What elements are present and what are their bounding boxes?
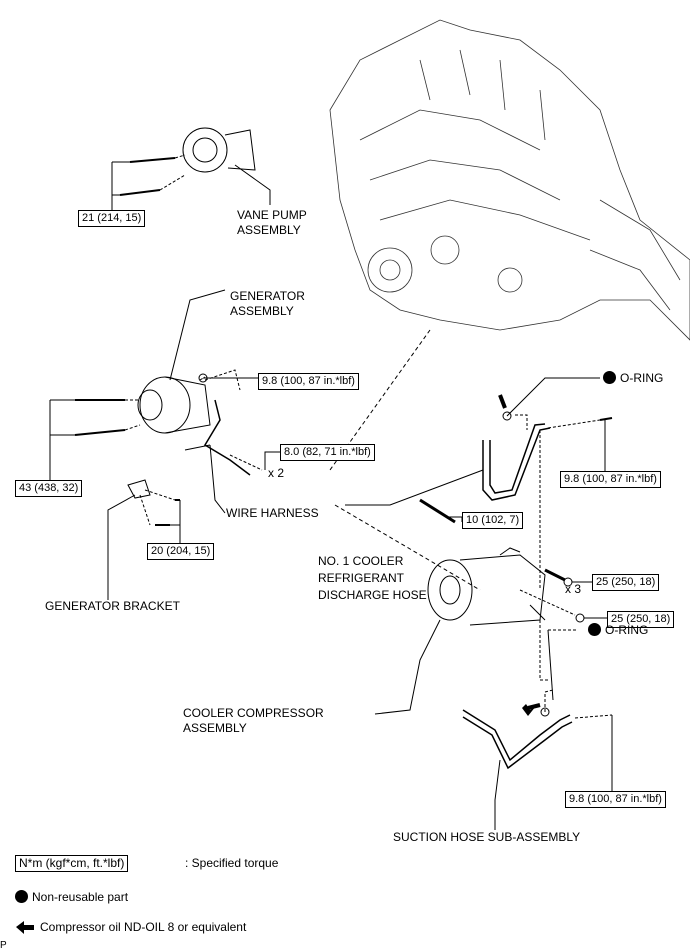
non-reusable-dot-icon (15, 890, 28, 903)
torque-generator-bolt: 43 (438, 32) (15, 480, 83, 497)
torque-compressor-bolt: 25 (250, 18) (592, 574, 660, 591)
compressor-drawing (374, 547, 607, 715)
non-reusable-dot-icon (588, 623, 601, 636)
label-compressor: COOLER COMPRESSOR ASSEMBLY (183, 706, 324, 735)
suction-hose-drawing (462, 620, 613, 830)
o-ring-text: O-RING (620, 371, 664, 385)
label-suction-hose: SUCTION HOSE SUB-ASSEMBLY (393, 830, 581, 844)
torque-generator-nut: 9.8 (100, 87 in.*lbf) (258, 373, 359, 390)
non-reusable-dot-icon (603, 371, 616, 384)
legend-non-reusable: Non-reusable part (15, 890, 128, 905)
legend-torque-box: N*m (kgf*cm, ft.*lbf) (15, 855, 129, 872)
label-vane-pump: VANE PUMP ASSEMBLY (237, 208, 307, 237)
o-ring-label-2: O-RING (588, 623, 648, 638)
label-generator: GENERATOR ASSEMBLY (230, 289, 305, 318)
torque-bracket-bolt: 20 (204, 15) (147, 543, 215, 560)
qty-compressor-bolt: x 3 (565, 582, 582, 596)
torque-discharge-bolt: 9.8 (100, 87 in.*lbf) (560, 471, 661, 488)
discharge-hose-drawing (345, 377, 613, 590)
legend-non-reusable-text: Non-reusable part (32, 890, 129, 904)
o-ring-text: O-RING (605, 623, 649, 637)
torque-generator-small: 8.0 (82, 71 in.*lbf) (280, 444, 375, 461)
oil-arrow-icon (522, 704, 536, 716)
generator-drawing (49, 289, 280, 514)
generator-bracket-drawing (107, 479, 181, 600)
torque-suction-bolt: 9.8 (100, 87 in.*lbf) (565, 791, 666, 808)
label-wire-harness: WIRE HARNESS (226, 506, 319, 520)
torque-stud: 10 (102, 7) (462, 512, 524, 529)
qty-generator-small: x 2 (268, 466, 285, 480)
label-discharge-hose: NO. 1 COOLER REFRIGERANT DISCHARGE HOSE (318, 554, 427, 602)
oil-arrow-icon (16, 921, 34, 934)
torque-compressor-nut: 25 (250, 18) (607, 611, 675, 628)
engine-illustration (329, 19, 690, 341)
torque-vane-pump-bolt: 21 (214, 15) (78, 210, 146, 227)
label-generator-bracket: GENERATOR BRACKET (45, 599, 180, 613)
footer-code: P (0, 940, 7, 951)
o-ring-label-1: O-RING (603, 371, 663, 386)
legend-torque-text: : Specified torque (185, 856, 279, 870)
legend-oil-text: Compressor oil ND-OIL 8 or equivalent (40, 920, 247, 934)
vane-pump-drawing (111, 127, 271, 210)
